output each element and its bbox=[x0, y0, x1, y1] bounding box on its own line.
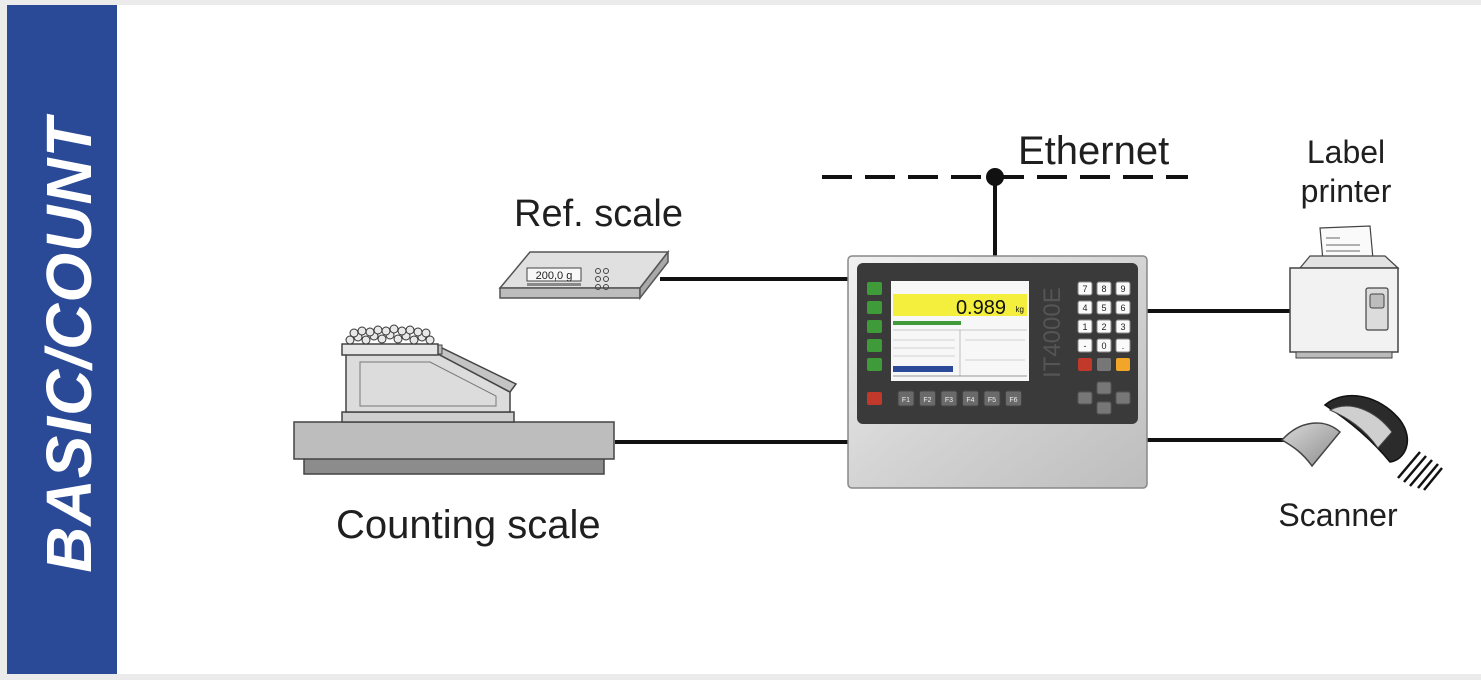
function-key-label: F5 bbox=[988, 397, 996, 404]
keypad-key bbox=[1096, 319, 1112, 334]
function-key bbox=[962, 390, 979, 407]
keypad-key bbox=[1115, 300, 1131, 315]
keypad-key bbox=[1096, 281, 1112, 296]
keypad-key bbox=[1096, 300, 1112, 315]
function-key bbox=[983, 390, 1001, 407]
weighing-terminal: 0.989 kg IT4000E 7 8 9 4 5 6 bbox=[847, 255, 1148, 489]
terminal-arrow-keys bbox=[1077, 381, 1131, 415]
ethernet-label: Ethernet bbox=[1018, 129, 1169, 173]
label-printer-device bbox=[1289, 225, 1400, 359]
function-key-label: F3 bbox=[945, 397, 953, 404]
diagram-panel bbox=[117, 5, 1481, 674]
keypad-key bbox=[1077, 300, 1093, 315]
keypad-key bbox=[1077, 319, 1093, 334]
function-key bbox=[919, 390, 936, 407]
keypad-key-label: 8 bbox=[1101, 284, 1106, 294]
keypad-key bbox=[1115, 338, 1131, 353]
label-printer-label-line2: printer bbox=[1301, 173, 1392, 209]
function-key-label: F2 bbox=[923, 397, 931, 404]
ref-scale-display: 200,0 g bbox=[536, 270, 573, 282]
function-key bbox=[897, 390, 915, 407]
terminal-side-keys bbox=[867, 282, 882, 405]
connection-lines bbox=[615, 277, 1290, 444]
counting-scale-label: Counting scale bbox=[336, 503, 601, 547]
keypad-key-label: 3 bbox=[1120, 322, 1125, 332]
keypad-key bbox=[1077, 338, 1093, 353]
keypad-key-label: 7 bbox=[1082, 284, 1087, 294]
function-key-label: F6 bbox=[1009, 397, 1017, 404]
ethernet-bus bbox=[822, 168, 1188, 257]
keypad-key bbox=[1077, 281, 1093, 296]
keypad-key-label: 2 bbox=[1101, 322, 1106, 332]
keypad-key-label: 9 bbox=[1120, 284, 1125, 294]
function-key-label: F1 bbox=[902, 397, 910, 404]
keypad-key-label: . bbox=[1122, 341, 1125, 351]
keypad-key-label: 1 bbox=[1082, 322, 1087, 332]
terminal-function-keys: F1 F2 F3 F4 F5 F6 bbox=[897, 390, 1022, 407]
keypad-key-label: 5 bbox=[1101, 303, 1106, 313]
barcode-icon bbox=[1397, 451, 1443, 491]
terminal-reading: 0.989 bbox=[956, 297, 1006, 319]
keypad-key-label: 0 bbox=[1101, 341, 1106, 351]
terminal-unit: kg bbox=[1016, 305, 1024, 314]
function-key-label: F4 bbox=[966, 397, 974, 404]
label-printer-label-line1: Label bbox=[1307, 134, 1385, 170]
keypad-key bbox=[1115, 281, 1131, 296]
keypad-key bbox=[1096, 338, 1112, 353]
keypad-key-label: - bbox=[1084, 341, 1087, 351]
keypad-key-label: 6 bbox=[1120, 303, 1125, 313]
terminal-model: IT4000E bbox=[1039, 287, 1066, 378]
terminal-keypad: 7 8 9 4 5 6 1 2 3 - 0. bbox=[1077, 281, 1131, 353]
sidebar-banner: BASIC/COUNT bbox=[7, 5, 117, 674]
function-key bbox=[940, 390, 958, 407]
function-key bbox=[1005, 390, 1022, 407]
barcode-scanner-device bbox=[1280, 394, 1443, 491]
ref-scale-device: 200,0 g bbox=[498, 249, 670, 301]
keypad-key-label: 4 bbox=[1082, 303, 1087, 313]
counting-scale-device bbox=[293, 324, 615, 475]
scanner-label: Scanner bbox=[1278, 497, 1398, 533]
ref-scale-label: Ref. scale bbox=[514, 193, 683, 235]
keypad-key bbox=[1115, 319, 1131, 334]
